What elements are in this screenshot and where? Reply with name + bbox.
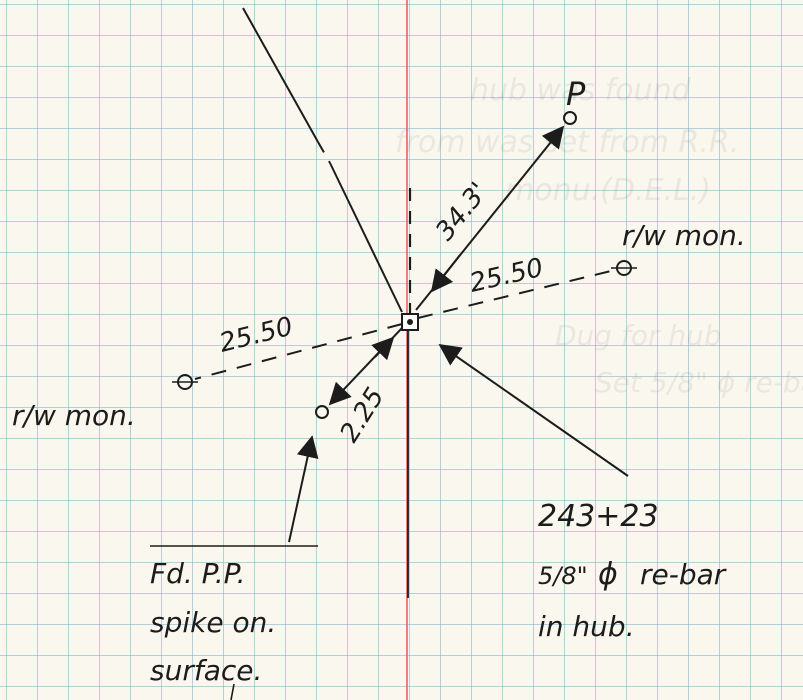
spike-leader: [288, 435, 319, 543]
spike-marker: [315, 405, 329, 419]
distance-to-p-label: 34.3': [430, 177, 494, 246]
line-left-monument: [194, 323, 403, 380]
skew-line: [242, 7, 319, 143]
distance-right-label: 25.50: [467, 253, 546, 299]
spike-note-line-1: Fd. P.P.: [150, 557, 246, 590]
line-to-p-back-arrow: [430, 254, 461, 293]
diameter-icon: ϕ: [598, 557, 618, 592]
rebar-fraction: 5/8": [538, 562, 588, 590]
spike-note-line-3: surface.: [150, 654, 262, 687]
right-monument-label: r/w mon.: [622, 219, 746, 252]
left-monument-label: r/w mon.: [12, 399, 136, 432]
spike-note-stroke: [230, 683, 235, 700]
skew-line-dashed: [317, 141, 331, 164]
point-p-label: P: [566, 75, 586, 113]
hub-note-label: in hub.: [538, 610, 635, 643]
hub-center-dot: [407, 319, 413, 325]
skew-line: [329, 162, 403, 313]
line-to-spike-back-arrow: [371, 336, 395, 361]
point-p-marker: [563, 111, 577, 125]
hub-leader: [438, 343, 629, 477]
rebar-label: re-bar: [640, 558, 727, 591]
spike-note-line-2: spike on.: [150, 606, 276, 639]
distance-left-label: 25.50: [216, 312, 295, 359]
distance-spike-label: 2.25: [334, 383, 390, 448]
station-label: 243+23: [538, 499, 659, 534]
line-right-monument: [417, 269, 616, 319]
